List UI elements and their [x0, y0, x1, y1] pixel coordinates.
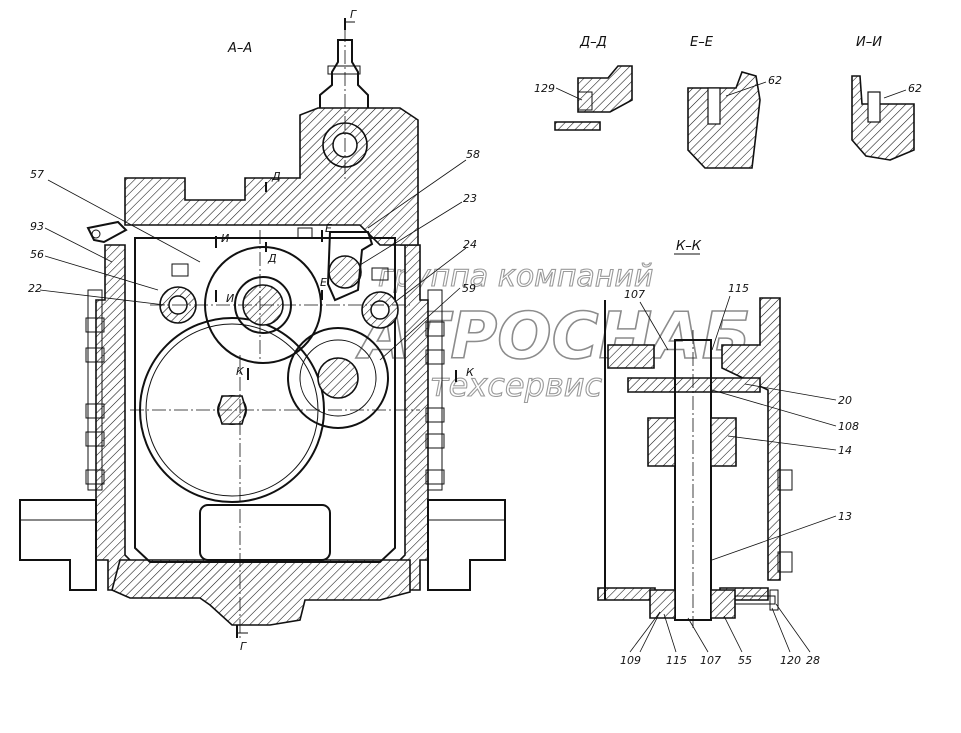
section-d-title: Д–Д [579, 35, 607, 50]
lower-boss [199, 504, 331, 561]
label-129: 129 [534, 82, 555, 95]
housing-bottom [111, 559, 411, 626]
marker-i1: И [221, 232, 229, 245]
section-a-view: Г Г Д Д Е Е И И К К [19, 8, 506, 653]
marker-e1: Е [325, 222, 332, 235]
housing-wall-right [384, 244, 429, 591]
right-gear-inner [299, 339, 377, 417]
label-28: 28 [806, 654, 820, 667]
section-i-view: И–И 62 [851, 35, 922, 161]
marker-k2: К [466, 366, 475, 379]
section-i-title: И–И [856, 35, 882, 50]
label-55: 55 [738, 654, 752, 667]
label-23: 23 [463, 192, 477, 205]
label-108: 108 [838, 420, 859, 433]
label-93: 93 [30, 220, 44, 233]
label-62-i: 62 [908, 82, 922, 95]
lever-93 [86, 220, 128, 244]
marker-d1: Д [271, 170, 281, 183]
label-14: 14 [838, 444, 852, 457]
label-56: 56 [30, 248, 44, 261]
label-20: 20 [838, 394, 852, 407]
label-62-e: 62 [768, 74, 782, 87]
label-22: 22 [28, 282, 42, 295]
section-d-plate [554, 121, 601, 131]
watermark-line1: группа компаний [378, 259, 653, 294]
label-13: 13 [838, 510, 852, 523]
left-flange [19, 499, 97, 591]
label-115-top: 115 [728, 282, 749, 295]
k-collar-14-right [710, 417, 737, 467]
main-leaders [39, 159, 467, 361]
k-bottom-nut-right [710, 589, 736, 619]
marker-g-top: Г [350, 8, 357, 21]
right-bolt-column [425, 289, 445, 491]
k-side-bolt-bottom [777, 551, 793, 573]
marker-e2: Е [320, 276, 327, 289]
right-gear-shaft [317, 357, 359, 399]
marker-k1: К [236, 365, 245, 378]
right-shaft-inner [370, 300, 390, 320]
label-115-bottom: 115 [666, 654, 687, 667]
label-57: 57 [30, 168, 44, 181]
section-markers: Г Г Д Д Е Е И И К К [215, 8, 475, 653]
k-collar-14-left [647, 417, 676, 467]
fork-bolt [297, 227, 313, 239]
label-107-bottom: 107 [700, 654, 721, 667]
section-d-view: Д–Д 129 [534, 35, 633, 131]
marker-d2: Д [267, 252, 277, 265]
k-leaders [629, 295, 837, 653]
housing-cavity [134, 237, 396, 563]
section-k-title: К–К [676, 239, 702, 254]
k-bolt-28 [769, 589, 779, 611]
label-59: 59 [462, 282, 476, 295]
k-bottom-nut-left [649, 589, 676, 619]
right-flange [427, 499, 506, 591]
label-24: 24 [463, 238, 477, 251]
housing-wall-left [95, 244, 146, 591]
section-e-body [687, 71, 761, 169]
top-nut [327, 65, 361, 75]
section-a-title: А–А [227, 41, 252, 56]
k-upper-housing [607, 344, 655, 369]
marker-i2: И [226, 292, 234, 305]
left-bolt-column [85, 289, 105, 491]
upper-right-shaft [328, 255, 362, 289]
k-bolt-120 [734, 595, 776, 605]
section-d-screw [577, 91, 593, 111]
section-e-view: Е–Е 62 [687, 35, 782, 169]
k-lower-housing-left [597, 587, 656, 601]
right-gear [287, 327, 389, 429]
section-e-title: Е–Е [690, 35, 714, 50]
label-107-top: 107 [624, 288, 645, 301]
marker-g-bottom: Г [240, 640, 247, 653]
section-d-body [577, 65, 633, 113]
left-bolt [171, 263, 189, 277]
label-58: 58 [466, 148, 480, 161]
section-i-body [851, 75, 915, 161]
section-k-view: К–К [597, 239, 859, 667]
label-109: 109 [620, 654, 641, 667]
k-side-bolt-top [777, 469, 793, 491]
section-e-screw [707, 87, 721, 125]
right-bolt [371, 267, 389, 281]
label-120: 120 [780, 654, 801, 667]
k-rail-plate [627, 377, 761, 393]
section-i-screw [867, 91, 881, 123]
watermark-line3: техсервис [430, 366, 603, 404]
selector-fork [326, 231, 374, 302]
